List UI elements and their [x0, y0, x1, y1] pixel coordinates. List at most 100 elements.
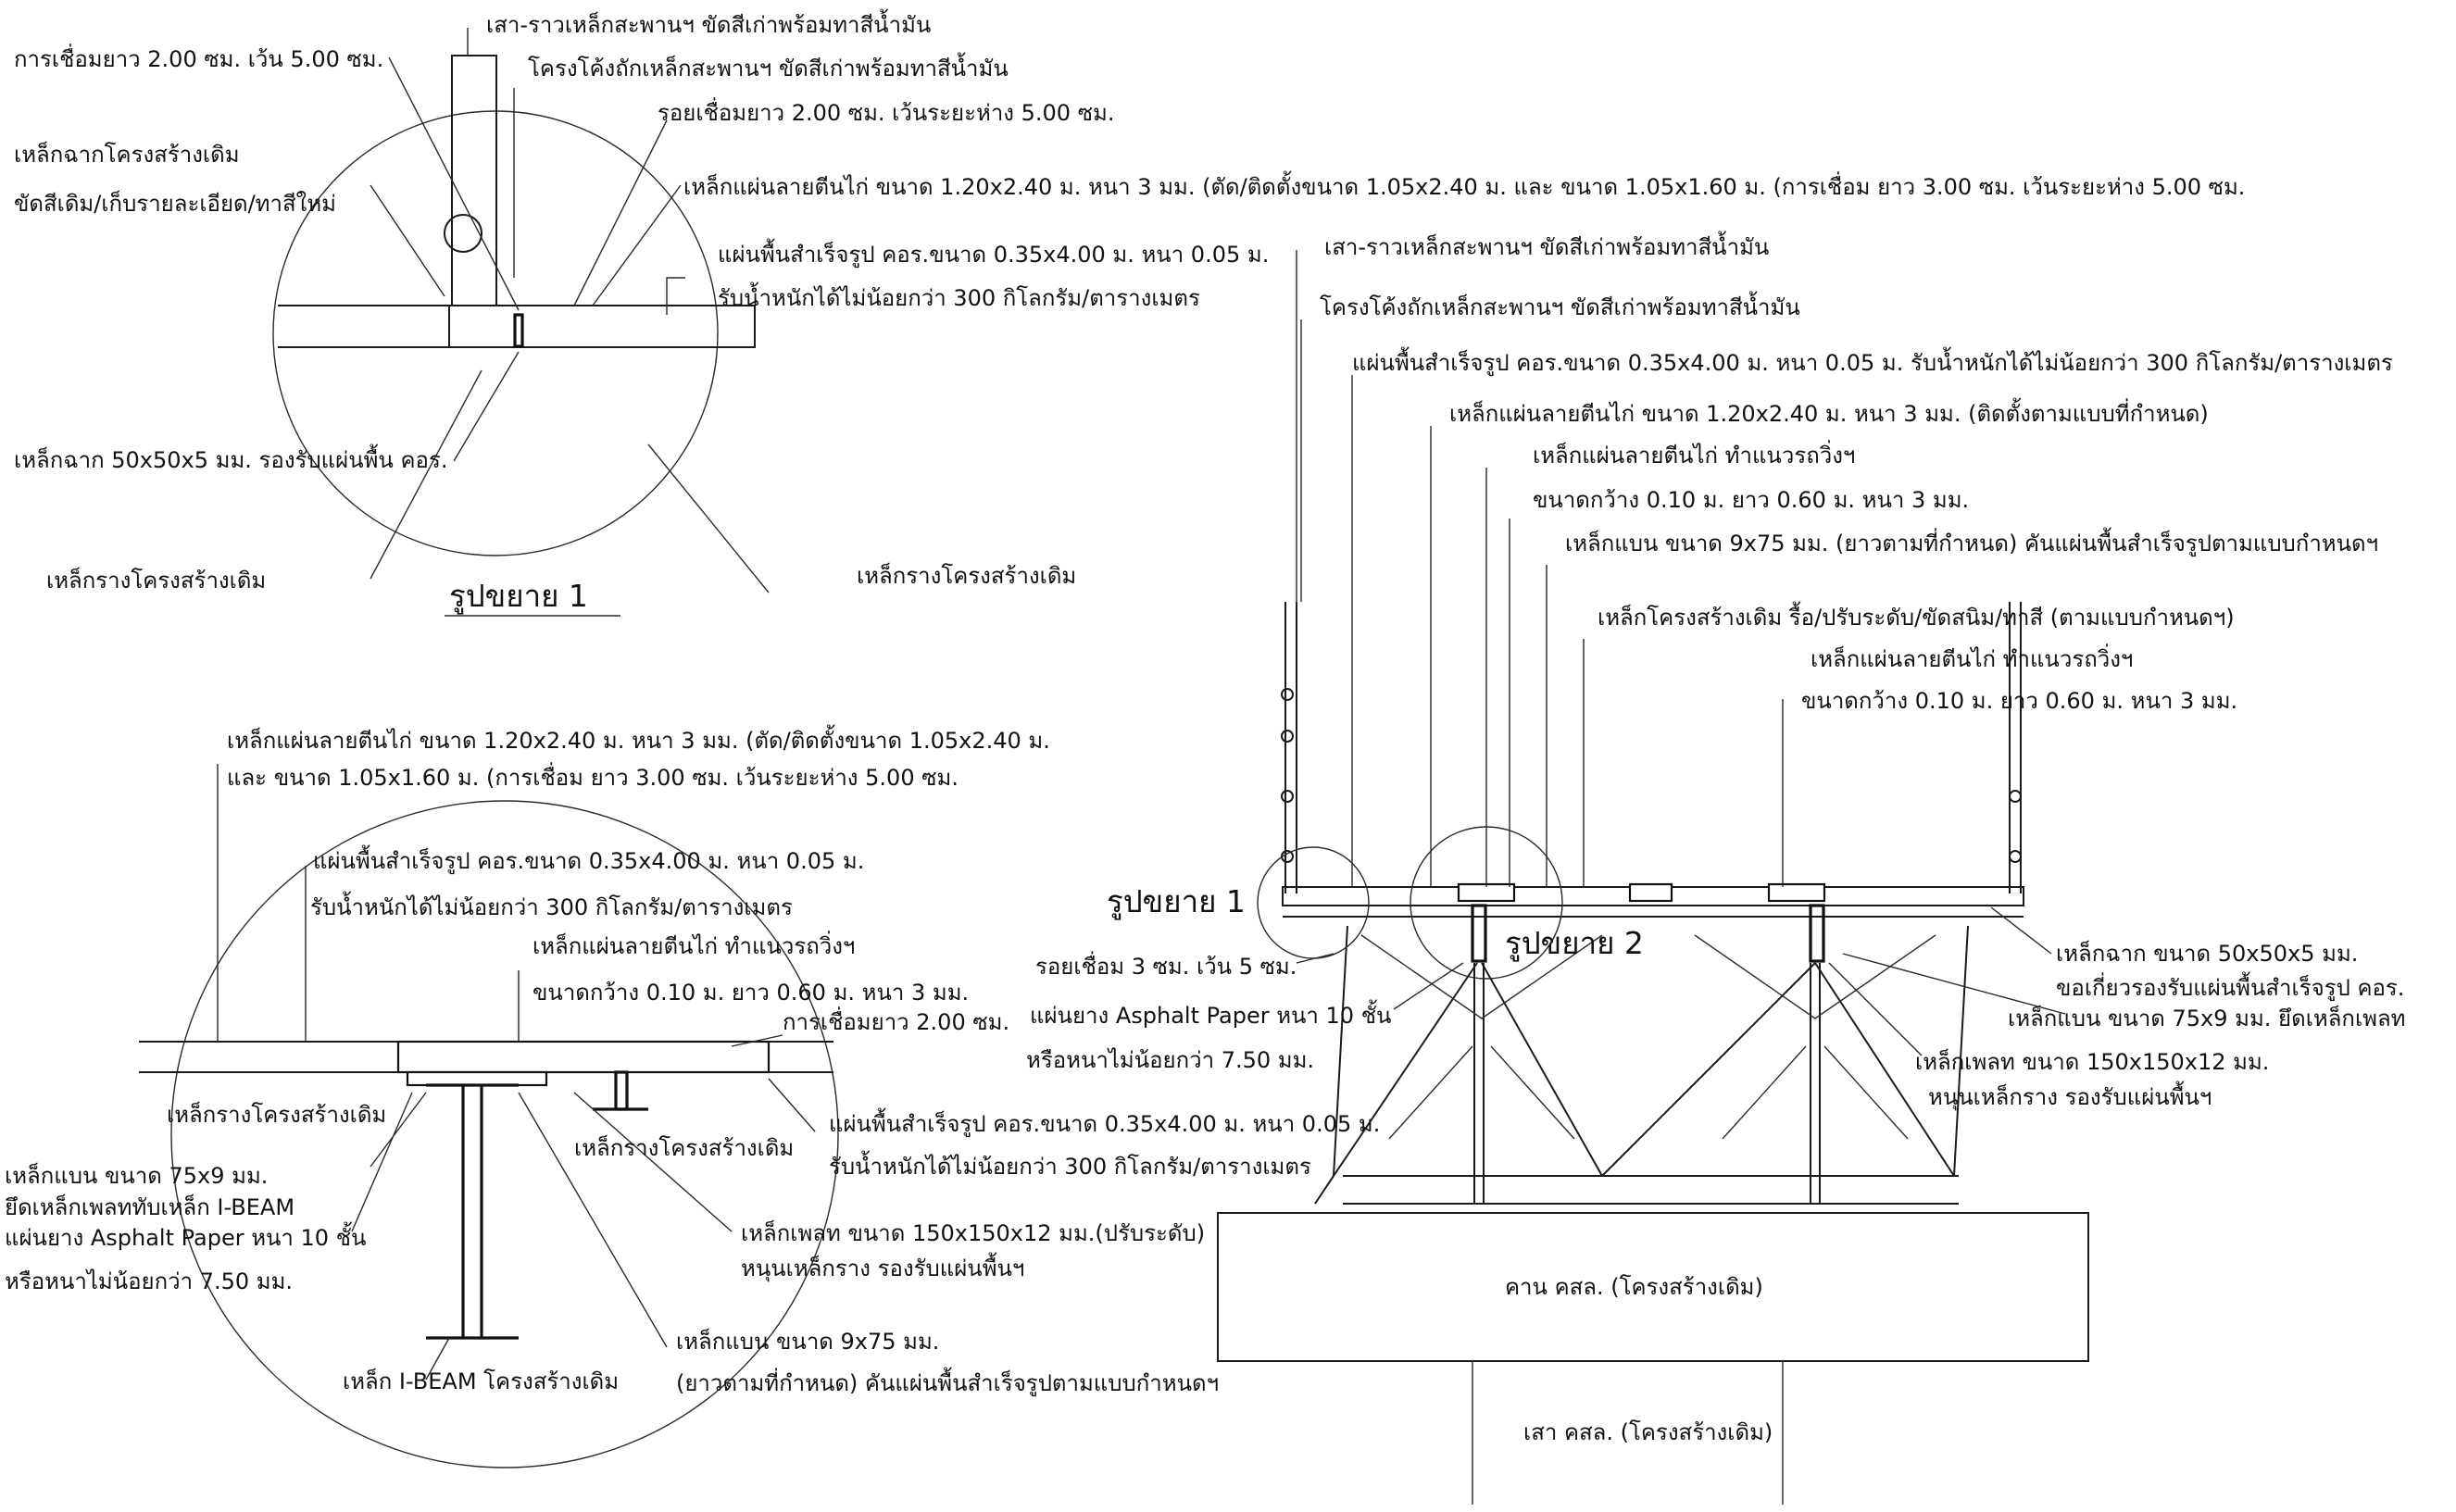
leader	[518, 1092, 668, 1348]
channel-web	[614, 1070, 629, 1111]
truss-member	[1481, 962, 1603, 1177]
label-angle-50: เหล็กฉาก 50x50x5 มม. รองรับแผ่นพื้น คอร.	[14, 444, 447, 473]
plate-150	[406, 1070, 548, 1087]
label-angle-right-1: เหล็กฉาก ขนาด 50x50x5 มม.	[2056, 940, 2358, 967]
precast-slab-shape	[448, 305, 756, 348]
caption-detail-1: รูปขยาย 1	[449, 578, 588, 615]
checker-plate-shape	[396, 1040, 771, 1074]
label-stringer-c: เหล็กรางโครงสร้างเดิม	[574, 1134, 794, 1161]
ref-detail-1: รูปขยาย 1	[1107, 883, 1246, 920]
rail-post-shape	[451, 55, 497, 306]
label-beam: คาน คสล. (โครงสร้างเดิม)	[1505, 1274, 1763, 1300]
leader-angle	[370, 184, 445, 297]
label-flatbar-1: เหล็กแบน ขนาด 9x75 มม.	[676, 1328, 939, 1355]
bracing	[1490, 1045, 1575, 1140]
leader-stringer-r	[647, 444, 770, 594]
leader-seam	[573, 119, 668, 306]
weld-mark	[513, 313, 524, 348]
truss-member	[1601, 962, 1816, 1177]
label-stringer-left: เหล็กรางโครงสร้างเดิม	[46, 567, 266, 594]
label-asphalt-2: หรือหนาไม่น้อยกว่า 7.50 มม.	[5, 1268, 293, 1294]
label-slab-r1: แผ่นพื้นสำเร็จรูป คอร.ขนาด 0.35x4.00 ม. …	[829, 1107, 1380, 1138]
label-checker-strip-r2: ขนาดกว้าง 0.10 ม. ยาว 0.60 ม. หนา 3 มม.	[1801, 688, 2237, 714]
label-angle-right-2: ขอเกี่ยวรองรับแผ่นพื้นสำเร็จรูป คอร.	[2056, 971, 2404, 1002]
main-section: เสา-ราวเหล็กสะพานฯ ขัดสีเก่าพร้อมทาสีน้ำ…	[1026, 231, 2406, 1505]
ref-detail-2: รูปขยาย 2	[1505, 925, 1644, 962]
leader	[573, 1092, 733, 1232]
bracing	[1388, 1045, 1473, 1140]
label-stringer-right: เหล็กรางโครงสร้างเดิม	[857, 562, 1076, 589]
bolt-hole-shape	[444, 214, 482, 253]
bracing	[1360, 934, 1603, 1019]
label-stringer-l: เหล็กรางโครงสร้างเดิม	[167, 1101, 386, 1128]
detail-1: เสา-ราวเหล็กสะพานฯ ขัดสีเก่าพร้อมทาสีน้ำ…	[14, 8, 2245, 617]
leader-checker	[592, 184, 682, 306]
leader	[768, 1078, 816, 1132]
stringer-web	[1809, 904, 1825, 963]
label-existing-steel: เหล็กโครงสร้างเดิม รื้อ/ปรับระดับ/ขัดสนิ…	[1598, 601, 2235, 631]
label-weld-seam: รอยเชื่อมยาว 2.00 ซม. เว้นระยะห่าง 5.00 …	[658, 97, 1114, 126]
label-arch-truss: โครงโค้งถักเหล็กสะพานฯ ขัดสีเก่าพร้อมทาส…	[528, 52, 1009, 81]
label-plate-r1: เหล็กเพลท ขนาด 150x150x12 มม.	[1915, 1048, 2269, 1075]
post-bolt	[2009, 790, 2022, 803]
detail-2: เหล็กแผ่นลายตีนไก่ ขนาด 1.20x2.40 ม. หนา…	[5, 724, 1380, 1468]
post-bolt	[1281, 688, 1294, 701]
post-bolt	[1281, 730, 1294, 743]
label-ibeam: เหล็ก I-BEAM โครงสร้างเดิม	[343, 1368, 619, 1394]
label-flat-2: ยึดเหล็กเพลททับเหล็ก I-BEAM	[5, 1193, 294, 1220]
post-bolt	[1281, 790, 1294, 803]
label-checker-plate: เหล็กแผ่นลายตีนไก่ ขนาด 1.20x2.40 ม. หนา…	[683, 170, 2245, 200]
label-plate-2: หนุนเหล็กราง รองรับแผ่นพื้นฯ	[741, 1252, 1024, 1282]
label-column: เสา คสล. (โครงสร้างเดิม)	[1523, 1419, 1773, 1445]
bracing	[1722, 1045, 1807, 1140]
label-weld-top: การเชื่อมยาว 2.00 ซม. เว้น 5.00 ซม.	[14, 44, 383, 72]
leader-weld	[388, 56, 520, 311]
label-checker-2: และ ขนาด 1.05x1.60 ม. (การเชื่อม ยาว 3.0…	[227, 762, 959, 791]
label-precast-slab-2: รับน้ำหนักได้ไม่น้อยกว่า 300 กิโลกรัม/ตา…	[718, 281, 1200, 311]
label-flat-1: เหล็กแบน ขนาด 75x9 มม.	[5, 1162, 268, 1189]
label-slab-r2: รับน้ำหนักได้ไม่น้อยกว่า 300 กิโลกรัม/ตา…	[829, 1150, 1311, 1180]
label-post-rail: เสา-ราวเหล็กสะพานฯ ขัดสีเก่าพร้อมทาสีน้ำ…	[1324, 231, 1769, 260]
label-checker-plate: เหล็กแผ่นลายตีนไก่ ขนาด 1.20x2.40 ม. หนา…	[1449, 397, 2209, 427]
label-weld: การเชื่อมยาว 2.00 ซม.	[783, 1006, 1009, 1035]
label-precast-slab: แผ่นพื้นสำเร็จรูป คอร.ขนาด 0.35x4.00 ม. …	[1352, 346, 2393, 377]
strip-plate	[1628, 882, 1673, 903]
label-asphalt-1: แผ่นยาง Asphalt Paper หนา 10 ชั้น	[1030, 999, 1391, 1029]
label-scrape-paint: ขัดสีเดิม/เก็บรายละเอียด/ทาสีใหม่	[14, 190, 336, 217]
truss-member	[1814, 962, 1955, 1177]
leader-angle50	[453, 351, 520, 462]
bracing	[1694, 934, 1936, 1019]
leader	[731, 1034, 783, 1047]
stringer-web	[1471, 904, 1487, 963]
leader	[370, 1092, 427, 1168]
label-angle-existing: เหล็กฉากโครงสร้างเดิม	[14, 141, 240, 168]
bracing	[1823, 1045, 1909, 1140]
label-flat-bar-r: เหล็กแบน ขนาด 75x9 มม. ยึดเหล็กเพลท	[2008, 1005, 2406, 1031]
leader	[351, 1092, 413, 1232]
label-plate-1: เหล็กเพลท ขนาด 150x150x12 มม.(ปรับระดับ)	[741, 1219, 1205, 1246]
leader	[1296, 953, 1335, 964]
leader	[1990, 906, 2052, 955]
label-strip-2: ขนาดกว้าง 0.10 ม. ยาว 0.60 ม. หนา 3 มม.	[533, 980, 969, 1006]
label-weld-3: รอยเชื่อม 3 ซม. เว้น 5 ซม.	[1035, 951, 1297, 980]
label-checker-strip-2: ขนาดกว้าง 0.10 ม. ยาว 0.60 ม. หนา 3 มม.	[1533, 487, 1969, 513]
label-slab-1: แผ่นพื้นสำเร็จรูป คอร.ขนาด 0.35x4.00 ม. …	[313, 844, 864, 875]
truss-member	[1333, 962, 1478, 1177]
label-post-rail: เสา-ราวเหล็กสะพานฯ ขัดสีเก่าพร้อมทาสีน้ำ…	[486, 8, 931, 38]
leader	[1393, 962, 1464, 1010]
label-asphalt-2: หรือหนาไม่น้อยกว่า 7.50 มม.	[1026, 1047, 1314, 1073]
label-arch-truss: โครงโค้งถักเหล็กสะพานฯ ขัดสีเก่าพร้อมทาส…	[1320, 291, 1800, 320]
leader-slab	[666, 277, 685, 315]
label-checker-1: เหล็กแผ่นลายตีนไก่ ขนาด 1.20x2.40 ม. หนา…	[227, 724, 1050, 754]
leader	[1842, 953, 2066, 1015]
label-asphalt-1: แผ่นยาง Asphalt Paper หนา 10 ชั้น	[5, 1221, 366, 1251]
leader	[425, 1337, 450, 1381]
leader	[1828, 962, 1923, 1056]
label-plate-r2: หนุนเหล็กราง รองรับแผ่นพื้นฯ	[1928, 1081, 2212, 1111]
strip-plate	[1767, 882, 1826, 903]
label-checker-strip-r1: เหล็กแผ่นลายตีนไก่ ทำแนวรถวิ่งฯ	[1811, 644, 2133, 672]
label-strip-1: เหล็กแผ่นลายตีนไก่ ทำแนวรถวิ่งฯ	[533, 931, 855, 959]
detail-2-boundary-circle	[170, 800, 839, 1468]
leader-stringer-l	[370, 369, 482, 580]
